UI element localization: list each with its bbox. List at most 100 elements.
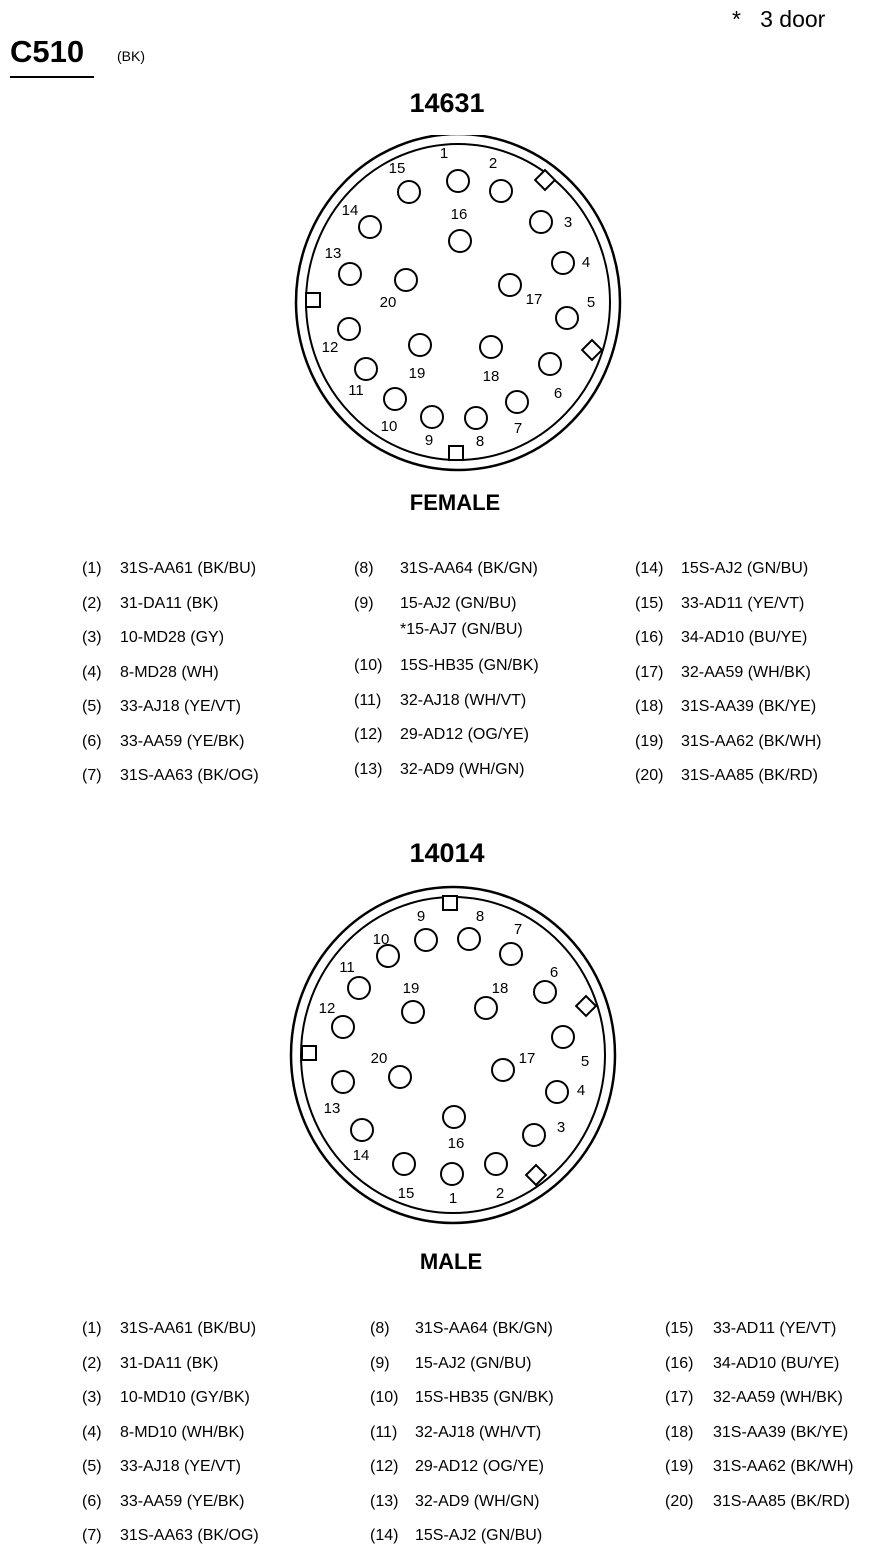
pin-cavity-label-11: 11 (348, 382, 364, 399)
pin-cavity-4 (551, 251, 575, 275)
pin-wire-code: 33-AJ18 (YE/VT) (120, 1458, 241, 1475)
pin-cavity-label-3: 3 (557, 1119, 565, 1136)
pin-cavity-7 (505, 390, 529, 414)
pin-wire-code: 15-AJ2 (GN/BU) (400, 594, 517, 612)
connector-outer-ring (289, 885, 617, 1225)
pin-wire-code: 33-AD11 (YE/VT) (681, 594, 805, 612)
pin-wire-code: 15S-AJ2 (GN/BU) (681, 560, 809, 577)
keyway-notch-3 (301, 1045, 317, 1061)
part-number-male: 14014 (409, 838, 485, 868)
pin-wire-code: 33-AA59 (YE/BK) (120, 1492, 245, 1510)
pin-wire-code: 32-AA59 (WH/BK) (713, 1389, 843, 1406)
pin-cavity-label-11: 11 (339, 959, 355, 976)
pin-cavity-1 (440, 1162, 464, 1186)
pin-cavity-3 (522, 1123, 546, 1147)
connector-code: C510 (10, 34, 85, 69)
pin-wire-code: 31S-AA85 (BK/RD) (713, 1492, 850, 1510)
keyway-notch-4 (524, 1163, 548, 1187)
pin-cavity-label-5: 5 (581, 1053, 589, 1070)
pin-cavity-label-16: 16 (451, 206, 468, 223)
pin-wire-code: 32-AJ18 (WH/VT) (415, 1423, 542, 1441)
pin-wire-code: 15S-AJ2 (GN/BU) (415, 1527, 543, 1544)
pin-cavity-label-20: 20 (380, 294, 397, 311)
pin-cavity-label-15: 15 (398, 1185, 415, 1202)
pin-cavity-16 (448, 229, 472, 253)
pin-wire-code: 10-MD28 (GY) (120, 629, 225, 646)
pin-cavity-label-1: 1 (449, 1190, 457, 1207)
pin-cavity-label-10: 10 (373, 931, 390, 948)
pin-wire-code: 31S-AA64 (BK/GN) (415, 1320, 553, 1337)
pin-wire-code: 15-AJ2 (GN/BU) (415, 1354, 532, 1372)
pin-cavity-label-6: 6 (550, 964, 558, 981)
pin-wire-code: 33-AD11 (YE/VT) (713, 1320, 837, 1337)
pin-cavity-8 (464, 406, 488, 430)
pin-cavity-label-12: 12 (322, 339, 339, 356)
pin-cavity-label-2: 2 (496, 1185, 504, 1202)
pin-cavity-label-7: 7 (514, 420, 522, 437)
pin-wire-code: 32-AJ18 (WH/VT) (400, 691, 527, 709)
pin-wire-code: 15S-HB35 (GN/BK) (415, 1389, 554, 1406)
pin-cavity-17 (491, 1058, 515, 1082)
pin-cavity-10 (383, 387, 407, 411)
pin-cavity-label-13: 13 (325, 245, 342, 262)
pin-cavity-label-14: 14 (342, 202, 359, 219)
keyway-notch-2 (305, 292, 321, 308)
pin-cavity-label-17: 17 (526, 291, 543, 308)
keyway-notch-1 (442, 895, 458, 911)
pin-cavity-label-19: 19 (409, 365, 426, 382)
pin-wire-code: 31S-AA85 (BK/RD) (681, 767, 818, 784)
pin-cavity-label-18: 18 (492, 980, 509, 997)
pin-cavity-6 (538, 352, 562, 376)
pin-wire-code: 32-AD9 (WH/GN) (400, 760, 525, 778)
pin-cavity-18 (479, 335, 503, 359)
pin-cavity-7 (499, 942, 523, 966)
pin-cavity-13 (338, 262, 362, 286)
pin-cavity-1 (446, 169, 470, 193)
pin-cavity-4 (545, 1080, 569, 1104)
pin-wire-code: 31-DA11 (BK) (120, 1354, 219, 1372)
pin-cavity-15 (392, 1152, 416, 1176)
pin-cavity-label-5: 5 (587, 294, 595, 311)
pin-cavity-18 (474, 996, 498, 1020)
pin-wire-code: 31S-AA61 (BK/BU) (120, 560, 257, 577)
pin-wire-code: 31S-AA39 (BK/YE) (713, 1423, 849, 1441)
pin-cavity-19 (401, 1000, 425, 1024)
pin-cavity-20 (394, 268, 418, 292)
pin-wire-code: 31S-AA39 (BK/YE) (681, 698, 817, 715)
pin-cavity-5 (551, 1025, 575, 1049)
pin-cavity-12 (331, 1015, 355, 1039)
pin-cavity-label-4: 4 (577, 1082, 585, 1099)
pin-cavity-11 (354, 357, 378, 381)
pin-cavity-label-15: 15 (389, 160, 406, 177)
pin-cavity-label-13: 13 (324, 1100, 341, 1117)
gender-label-female: FEMALE (409, 490, 501, 515)
pin-cavity-label-1: 1 (440, 145, 448, 162)
pin-cavity-label-6: 6 (554, 385, 562, 402)
pin-cavity-6 (533, 980, 557, 1004)
pin-wire-code: 34-AD10 (BU/YE) (713, 1354, 840, 1372)
pin-wire-code: 31S-AA64 (BK/GN) (400, 560, 538, 577)
pin-cavity-label-12: 12 (319, 1000, 336, 1017)
pin-wire-code: 31S-AA61 (BK/BU) (120, 1320, 257, 1337)
gender-label-male: MALE (419, 1249, 483, 1274)
pin-cavity-12 (337, 317, 361, 341)
pin-wire-code: 15S-HB35 (GN/BK) (400, 657, 539, 674)
pin-wire-code: 31S-AA63 (BK/OG) (120, 767, 259, 784)
pin-cavity-label-20: 20 (371, 1050, 388, 1067)
pin-wire-code: 34-AD10 (BU/YE) (681, 629, 808, 646)
pin-cavity-label-14: 14 (353, 1147, 370, 1164)
pin-wire-code: 10-MD10 (GY/BK) (120, 1389, 250, 1406)
pin-wire-code: 29-AD12 (OG/YE) (415, 1458, 544, 1475)
keyway-notch-3 (580, 338, 604, 362)
connector-code-underline (10, 76, 94, 78)
pin-wire-code: 29-AD12 (OG/YE) (400, 726, 529, 743)
pin-wire-code: 33-AA59 (YE/BK) (120, 732, 245, 750)
pin-wire-code: 32-AA59 (WH/BK) (681, 663, 811, 681)
pin-cavity-label-9: 9 (417, 908, 425, 925)
keyway-notch-2 (574, 994, 598, 1018)
pin-cavity-13 (331, 1070, 355, 1094)
pin-cavity-19 (408, 333, 432, 357)
pin-cavity-label-3: 3 (564, 214, 572, 231)
pin-cavity-14 (358, 215, 382, 239)
